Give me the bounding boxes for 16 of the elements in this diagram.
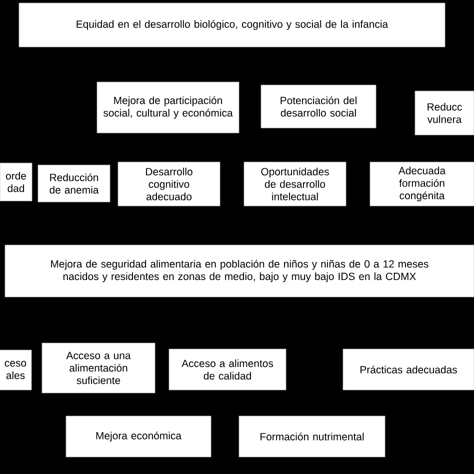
text-box: Reducción de anemia (38, 164, 110, 202)
text-box: Mejora de participación social, cultural y económica (96, 82, 240, 134)
text-box: Potenciación del desarrollo social (260, 84, 376, 128)
text-box: Prácticas adecuadas (342, 348, 474, 390)
text-box: Oportunidades de desarrollo intelectual (244, 162, 346, 206)
text-box: Formación nutrimental (238, 416, 386, 458)
text-box: ceso ales (0, 350, 32, 390)
text-box: Desarrollo cognitivo adecuado (118, 162, 220, 206)
text-box: Equidad en el desarrollo biológico, cognitivo y social de la infancia (18, 2, 446, 48)
text-box: Mejora económica (66, 416, 212, 458)
text-box: Reducc vulnera (414, 90, 474, 136)
text-box: Adecuada formación congénita (370, 162, 474, 206)
text-box: Acceso a alimentos de calidad (168, 348, 286, 390)
text-box: Mejora de seguridad alimentaria en población de niños y niñas de 0 a 12 meses nacidos y residentes en zonas de medio, bajo y muy bajo IDS en la CDMX (4, 244, 474, 298)
text-box: Acceso a una alimentación suficiente (42, 342, 156, 394)
text-box: orde dad (0, 162, 32, 202)
